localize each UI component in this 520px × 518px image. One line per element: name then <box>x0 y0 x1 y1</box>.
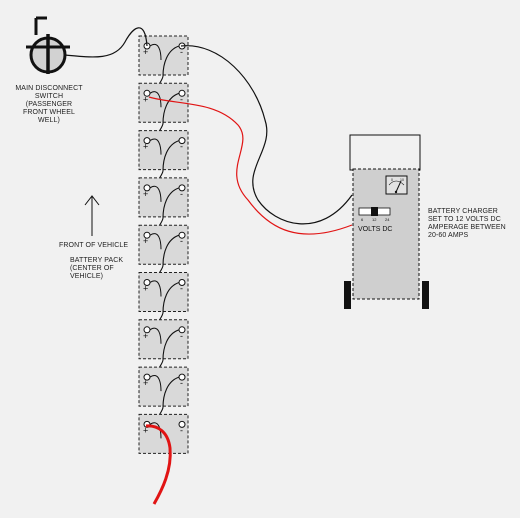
scale-24: 24 <box>385 217 390 222</box>
gauge-mark-max: 10 <box>400 178 404 182</box>
front-arrow-icon <box>84 195 100 236</box>
negative-symbol: - <box>180 142 183 152</box>
negative-symbol: - <box>180 378 183 388</box>
positive-symbol: + <box>143 189 148 199</box>
battery-pack: +-+-+-+-+-+-+-+-+- <box>138 35 189 454</box>
negative-symbol: - <box>180 284 183 294</box>
scale-6: 6 <box>361 217 364 222</box>
charger-note-label: BATTERY CHARGER SET TO 12 VOLTS DC AMPER… <box>428 208 506 239</box>
front-of-vehicle-label: FRONT OF VEHICLE <box>59 242 129 249</box>
battery-lead <box>149 280 162 297</box>
gauge-icon <box>385 175 408 195</box>
positive-symbol: + <box>143 284 148 294</box>
battery-lead <box>149 327 162 344</box>
black-cable-charger <box>180 45 353 225</box>
disconnect-switch-icon <box>26 16 70 74</box>
battery-lead <box>149 375 162 392</box>
battery-lead <box>149 44 162 61</box>
battery-pack-label: BATTERY PACK (CENTER OF VEHICLE) <box>70 257 124 280</box>
volts-dc-label: VOLTS DC <box>358 226 393 233</box>
negative-terminal-icon <box>178 420 186 428</box>
positive-symbol: + <box>143 378 148 388</box>
negative-symbol: - <box>180 425 183 435</box>
battery-lead <box>149 233 162 250</box>
positive-symbol: + <box>143 331 148 341</box>
gauge-mark-min: 0 <box>391 178 393 182</box>
negative-symbol: - <box>180 189 183 199</box>
red-cable-charger <box>148 96 353 235</box>
negative-symbol: - <box>180 94 183 104</box>
battery-lead <box>149 91 162 108</box>
battery-lead <box>149 185 162 202</box>
red-cable-bottom <box>145 424 172 505</box>
positive-symbol: + <box>143 425 148 435</box>
scale-12: 12 <box>372 217 377 222</box>
negative-symbol: - <box>180 236 183 246</box>
negative-symbol: - <box>180 331 183 341</box>
negative-symbol: - <box>180 47 183 57</box>
positive-symbol: + <box>143 94 148 104</box>
positive-symbol: + <box>143 47 148 57</box>
battery: +- <box>138 272 189 312</box>
positive-symbol: + <box>143 142 148 152</box>
disconnect-switch-label: MAIN DISCONNECT SWITCH (PASSENGER FRONT … <box>15 85 83 124</box>
black-cable-switch <box>64 27 148 58</box>
voltage-selector-icon <box>358 207 391 216</box>
battery-lead <box>149 138 162 155</box>
battery-lead <box>149 422 162 439</box>
positive-symbol: + <box>143 236 148 246</box>
battery-charger <box>344 134 429 309</box>
